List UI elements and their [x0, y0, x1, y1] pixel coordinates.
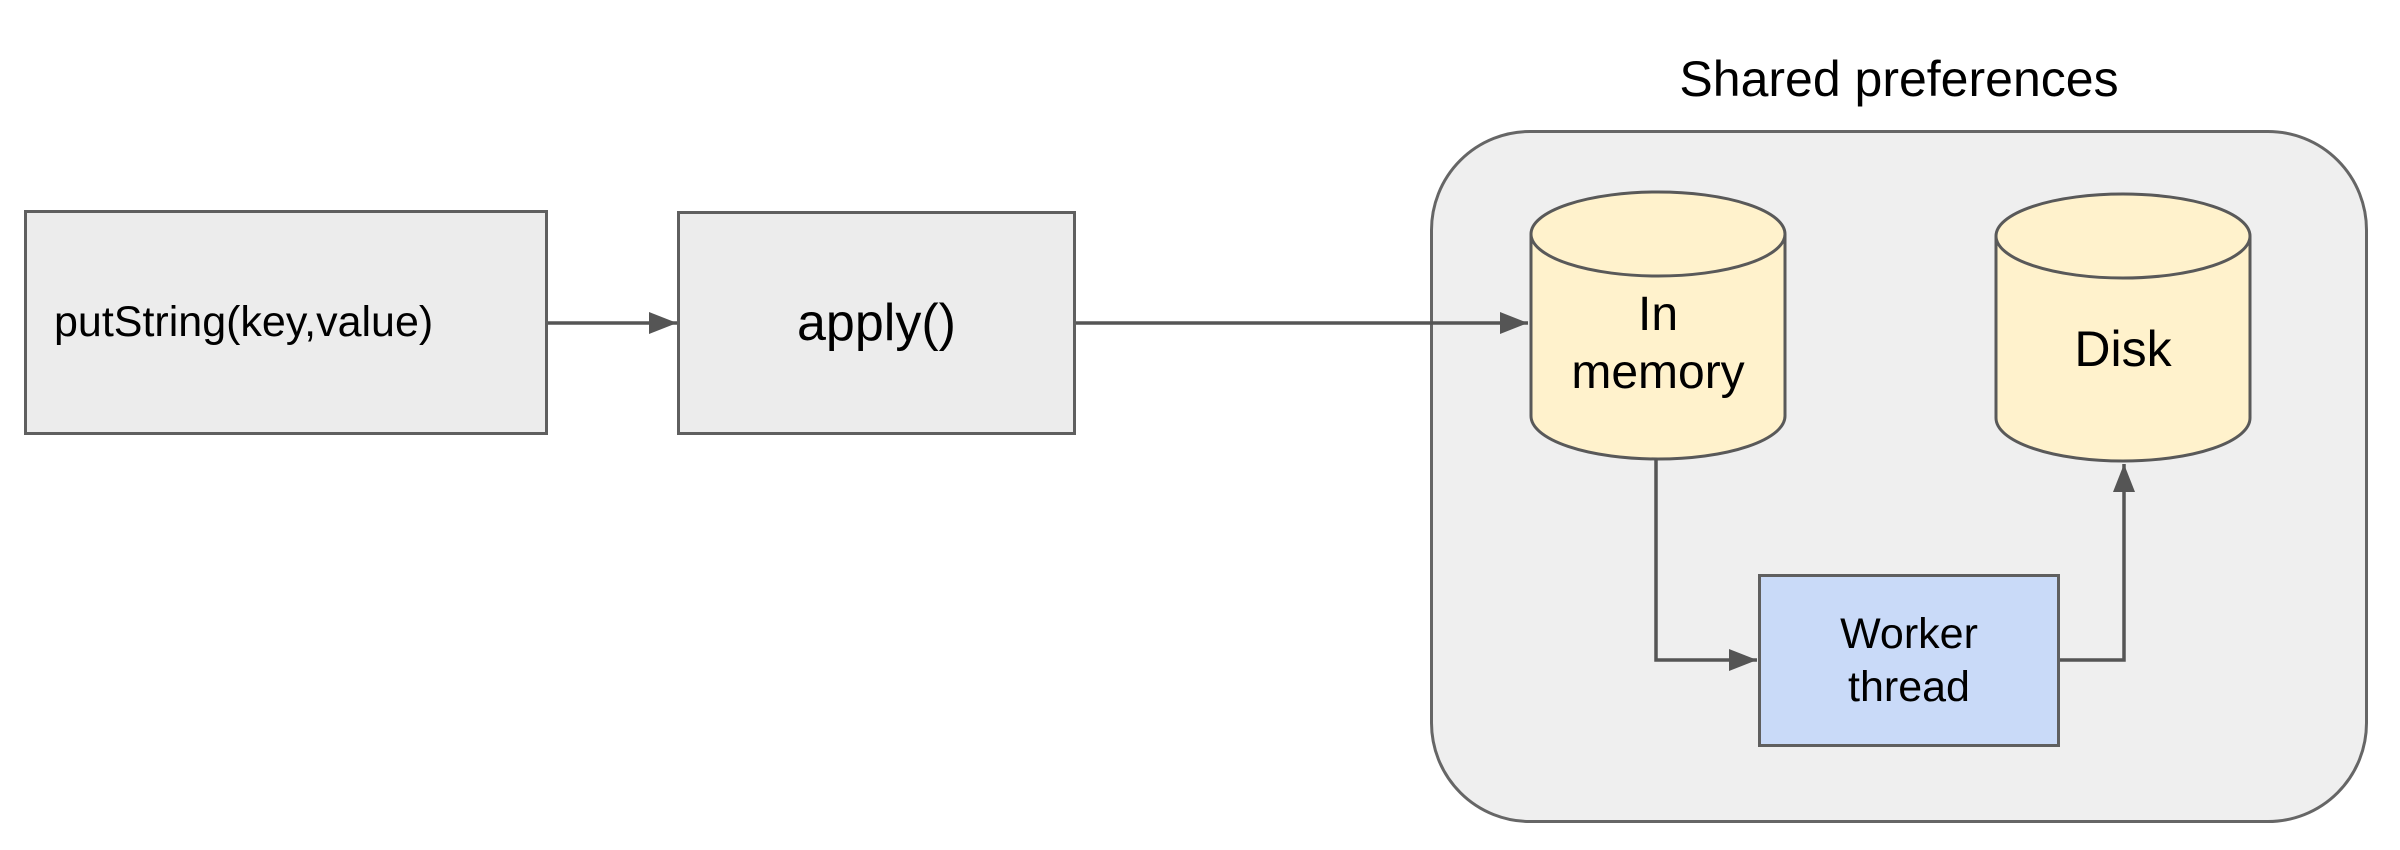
cylinder-shape [1994, 192, 2252, 463]
worker-thread-label-line1: Worker [1840, 609, 1978, 658]
in-memory-database-icon [1528, 188, 1788, 462]
node-worker-thread: Worker thread [1758, 574, 2060, 747]
in-memory-label: In memory [1528, 286, 1788, 402]
shared-preferences-title: Shared preferences [1679, 51, 2119, 107]
in-memory-label-line1: In [1637, 288, 1679, 341]
worker-thread-label-line2: thread [1848, 662, 1970, 711]
node-apply-label: apply() [797, 294, 956, 352]
node-putstring-label: putString(key,value) [54, 298, 434, 346]
disk-database-icon [1993, 190, 2253, 464]
node-apply: apply() [677, 211, 1076, 435]
node-putstring: putString(key,value) [24, 210, 548, 435]
in-memory-label-line2: memory [1571, 346, 1745, 399]
cylinder-shape [1529, 190, 1787, 461]
disk-label: Disk [2074, 321, 2172, 377]
